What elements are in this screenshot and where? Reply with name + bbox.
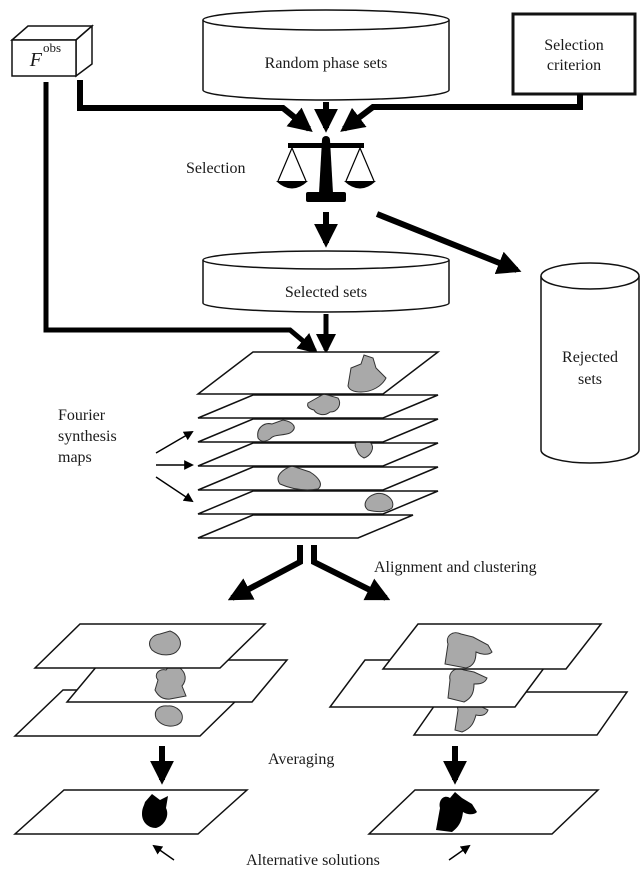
- random-phase-sets-label: Random phase sets: [265, 55, 388, 72]
- cluster-left: [13, 623, 289, 737]
- selected-sets-label: Selected sets: [285, 284, 367, 301]
- map-sheet: [197, 490, 439, 515]
- fobs-to-maps-arrow: [43, 82, 319, 354]
- fourier-pointer-arrow: [155, 431, 194, 454]
- fourier-map-stack: [195, 351, 441, 539]
- selection-criterion-box: Selection criterion: [511, 12, 637, 96]
- fourier-label-line2: synthesis: [58, 428, 117, 445]
- map-sheet: [197, 514, 414, 539]
- fobs-superscript: obs: [43, 40, 61, 55]
- fourier-pointer-arrow: [155, 476, 194, 503]
- fobs-box: F obs: [10, 24, 94, 78]
- split-left-arrow: [227, 545, 303, 601]
- alternative-right-pointer-arrow: [448, 844, 471, 861]
- alternative-left-pointer-arrow: [152, 844, 175, 861]
- criterion-to-selection-arrow: [340, 94, 583, 132]
- fourier-label-line1: Fourier: [58, 407, 106, 424]
- rejected-sets-line2: sets: [578, 371, 602, 388]
- selection-criterion-line1: Selection: [544, 37, 604, 54]
- fobs-to-selection-arrow: [77, 80, 313, 133]
- solution-left: [13, 789, 249, 835]
- random-phase-sets-database: Random phase sets: [202, 9, 450, 101]
- map-sheet: [65, 659, 289, 703]
- map-sheet: [197, 465, 439, 491]
- selection-criterion-line2: criterion: [547, 57, 601, 74]
- map-sheet: [197, 418, 439, 443]
- averaging-step-label: Averaging: [268, 751, 334, 768]
- selection-step-label: Selection: [186, 160, 246, 177]
- map-sheet: [197, 439, 439, 467]
- map-sheet: [33, 623, 267, 669]
- selection-to-rejected-arrow: [375, 211, 522, 275]
- balance-scale-icon: [276, 136, 376, 202]
- split-right-arrow: [311, 545, 391, 601]
- cluster-right: [328, 623, 629, 736]
- fourier-label-line3: maps: [58, 449, 92, 466]
- alternative-solutions-label: Alternative solutions: [246, 852, 380, 869]
- fobs-symbol: F: [29, 49, 43, 71]
- rejected-sets-line1: Rejected: [562, 349, 618, 366]
- map-sheet: [195, 351, 441, 395]
- rejected-sets-database: Rejected sets: [540, 262, 640, 464]
- map-sheet: [381, 623, 603, 670]
- selected-sets-database: Selected sets: [202, 250, 450, 313]
- solution-right: [367, 789, 600, 835]
- map-sheet: [197, 393, 439, 419]
- alignment-step-label: Alignment and clustering: [374, 559, 537, 576]
